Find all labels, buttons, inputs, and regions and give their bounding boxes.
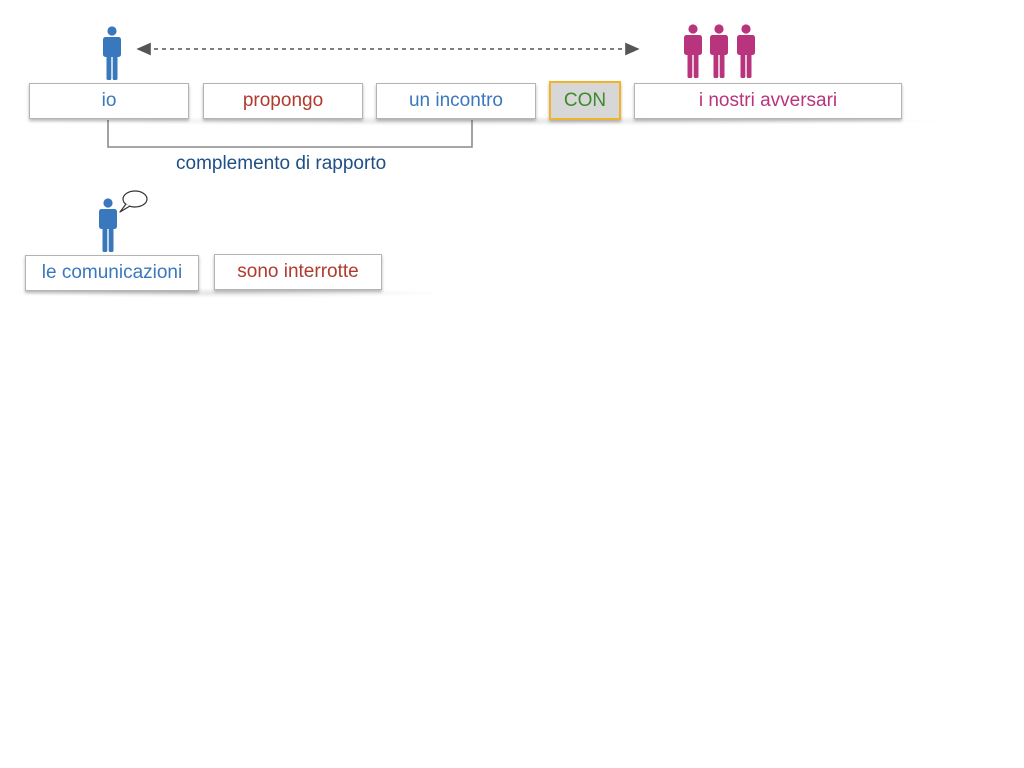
verb-box: propongo [203, 83, 363, 119]
object-text: un incontro [408, 90, 503, 111]
complement-text: i nostri avversari [698, 90, 838, 111]
speech-bubble-icon [119, 190, 148, 213]
subject-text: io [101, 90, 117, 111]
object-box: un incontro [376, 83, 536, 119]
subject-box-2: le comunicazioni [25, 255, 199, 291]
people-group-icon [684, 24, 755, 78]
row2-shadow [0, 288, 450, 298]
verb-text: propongo [242, 90, 324, 111]
verb-box-2: sono interrotte [214, 254, 382, 290]
complement-bracket [107, 120, 473, 148]
subject-text-2: le comunicazioni [41, 262, 183, 283]
person-icon [99, 198, 117, 252]
preposition-text: CON [563, 89, 607, 111]
subject-box: io [29, 83, 189, 119]
bracket-label: complemento di rapporto [176, 153, 387, 174]
verb-text-2: sono interrotte [237, 261, 359, 282]
row1-shadow [0, 116, 960, 126]
preposition-box: CON [549, 81, 621, 120]
person-icon [103, 26, 121, 80]
complement-box: i nostri avversari [634, 83, 902, 119]
